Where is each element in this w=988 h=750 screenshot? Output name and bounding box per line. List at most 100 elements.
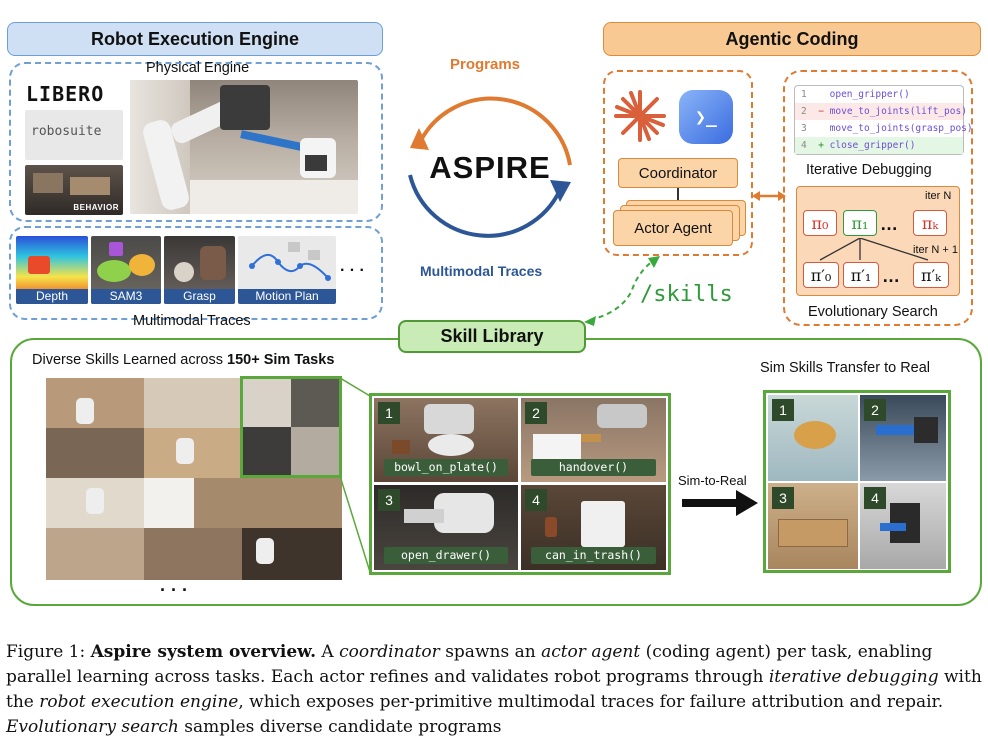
sim-to-real-label: Sim-to-Real xyxy=(678,473,747,488)
caption-seg-6: with the xyxy=(6,667,982,712)
pi-k: πₖ xyxy=(913,210,947,236)
trace-motion-plan-label: Motion Plan xyxy=(238,289,336,304)
actor-agent-label: Actor Agent xyxy=(634,219,712,237)
code-diff-block: 1 open_gripper() 2 − move_to_joints(lift… xyxy=(794,85,973,155)
coordinator-box: Coordinator xyxy=(618,158,738,188)
skill-num-4: 4 xyxy=(525,489,547,511)
pi-1: π₁ xyxy=(843,210,877,236)
robot-engine-header: Robot Execution Engine xyxy=(7,22,383,56)
pi-row2-ellipsis: … xyxy=(882,266,900,286)
motion-plan-path-icon xyxy=(249,242,331,281)
actor-agent-box: Actor Agent xyxy=(613,210,733,246)
aspire-cycle-arrows xyxy=(408,96,572,238)
behavior-logo: BEHAVIOR xyxy=(73,203,119,212)
caption-seg-7: robot execution engine xyxy=(39,692,239,712)
pi-prime-k: π′ₖ xyxy=(913,262,949,288)
agentic-coding-header: Agentic Coding xyxy=(603,22,981,56)
skills-dashed-arrow-icon xyxy=(584,256,660,326)
trace-sam3: SAM3 xyxy=(91,236,161,304)
caption-seg-9: Evolutionary search xyxy=(6,717,179,737)
code-line-1: 1 open_gripper() xyxy=(801,89,910,100)
agentic-coding-title: Agentic Coding xyxy=(725,28,859,49)
skill-cell-2: 2 handover() xyxy=(521,398,666,482)
agents-panel xyxy=(603,70,753,256)
physical-robot-photo xyxy=(130,80,358,214)
pi-prime-1: π′₁ xyxy=(843,262,879,288)
pi-row1-ellipsis: … xyxy=(880,214,898,234)
caption-seg-3: actor agent xyxy=(541,642,641,662)
diverse-skills-label: Diverse Skills Learned across 150+ Sim T… xyxy=(32,352,335,368)
evolutionary-search-label: Evolutionary Search xyxy=(808,304,938,320)
physical-engine-label: Physical Engine xyxy=(146,60,250,76)
real-num-4: 4 xyxy=(864,487,886,509)
trace-grasp: Grasp xyxy=(164,236,235,304)
transfer-real-label: Sim Skills Transfer to Real xyxy=(760,360,931,376)
caption-seg-2: spawns an xyxy=(439,642,542,662)
multimodal-traces-label: Multimodal Traces xyxy=(133,313,251,329)
caption-fig-number: Figure 1: xyxy=(6,642,86,662)
real-num-1: 1 xyxy=(772,399,794,421)
trace-depth: Depth xyxy=(16,236,88,304)
skill-num-2: 2 xyxy=(525,402,547,424)
skill-fn-1: bowl_on_plate() xyxy=(384,459,508,476)
skill-cell-1: 1 bowl_on_plate() xyxy=(374,398,518,482)
sim-to-real-arrow-icon xyxy=(682,490,758,516)
skill-fn-4: can_in_trash() xyxy=(531,547,656,564)
caption-seg-0: A xyxy=(315,642,340,662)
caption-seg-1: coordinator xyxy=(339,642,440,662)
cycle-programs-label: Programs xyxy=(450,56,521,73)
trace-grasp-label: Grasp xyxy=(164,289,235,304)
robosuite-thumb: robosuite xyxy=(25,110,123,160)
aspire-title: ASPIRE xyxy=(429,150,551,185)
libero-logo: LIBERO xyxy=(26,82,105,106)
robosuite-logo: robosuite xyxy=(31,124,102,139)
robot-engine-title: Robot Execution Engine xyxy=(90,28,299,49)
behavior-thumb: BEHAVIOR xyxy=(25,165,123,215)
trace-depth-label: Depth xyxy=(16,289,88,304)
coordinator-label: Coordinator xyxy=(638,164,718,182)
cycle-traces-label: Multimodal Traces xyxy=(420,263,543,279)
caption-bold-title: Aspire system overview. xyxy=(90,642,316,662)
real-num-2: 2 xyxy=(864,399,886,421)
skill-num-1: 1 xyxy=(378,402,400,424)
agents-debug-double-arrow-icon xyxy=(752,191,786,201)
pi-prime-0: π′₀ xyxy=(803,262,839,288)
iter-n-label: iter N xyxy=(925,190,952,202)
sim-task-highlight-tile xyxy=(240,376,342,478)
skills-command: /skills xyxy=(640,282,733,307)
code-line-4-added: 4 + close_gripper() xyxy=(795,137,963,154)
real-cell-1: 1 xyxy=(768,395,858,481)
traces-more-ellipsis: · · · xyxy=(340,262,365,279)
pi-0: π₀ xyxy=(803,210,837,236)
caption-seg-5: iterative debugging xyxy=(768,667,939,687)
skill-fn-3: open_drawer() xyxy=(384,547,508,564)
multimodal-traces-panel xyxy=(9,226,383,320)
skill-library-title: Skill Library xyxy=(440,326,544,346)
real-cell-4: 4 xyxy=(860,483,946,569)
skill-fn-2: handover() xyxy=(531,459,656,476)
trace-motion-plan: Motion Plan xyxy=(238,236,336,304)
terminal-agent-icon: ❯_ xyxy=(679,90,733,144)
coordinator-to-actor-line xyxy=(677,188,679,204)
evolution-arrows-icon xyxy=(819,238,929,261)
traces-arrowhead-icon xyxy=(550,180,571,202)
physical-engine-panel xyxy=(9,62,383,222)
real-num-3: 3 xyxy=(772,487,794,509)
figure-caption: Figure 1: Aspire system overview. A coor… xyxy=(6,640,984,740)
programs-arrowhead-icon xyxy=(410,128,429,150)
code-line-3: 3 move_to_joints(grasp_pos) xyxy=(801,123,973,134)
caption-seg-8: , which exposes per-primitive multimodal… xyxy=(238,692,944,712)
iterative-debugging-label: Iterative Debugging xyxy=(806,162,932,178)
skill-cell-3: 3 open_drawer() xyxy=(374,485,518,570)
claude-logo-icon xyxy=(614,90,666,142)
real-cell-3: 3 xyxy=(768,483,858,569)
code-line-2-removed: 2 − move_to_joints(lift_pos) xyxy=(795,103,967,120)
iter-n1-label: iter N + 1 xyxy=(913,244,958,256)
skill-num-3: 3 xyxy=(378,489,400,511)
skill-cell-4: 4 can_in_trash() xyxy=(521,485,666,570)
caption-seg-4: (coding agent) per task, enabling parall… xyxy=(6,642,933,687)
debug-search-panel xyxy=(783,70,973,326)
trace-sam3-label: SAM3 xyxy=(91,289,161,304)
zoom-connector-lines xyxy=(339,377,371,573)
real-cell-2: 2 xyxy=(860,395,946,481)
